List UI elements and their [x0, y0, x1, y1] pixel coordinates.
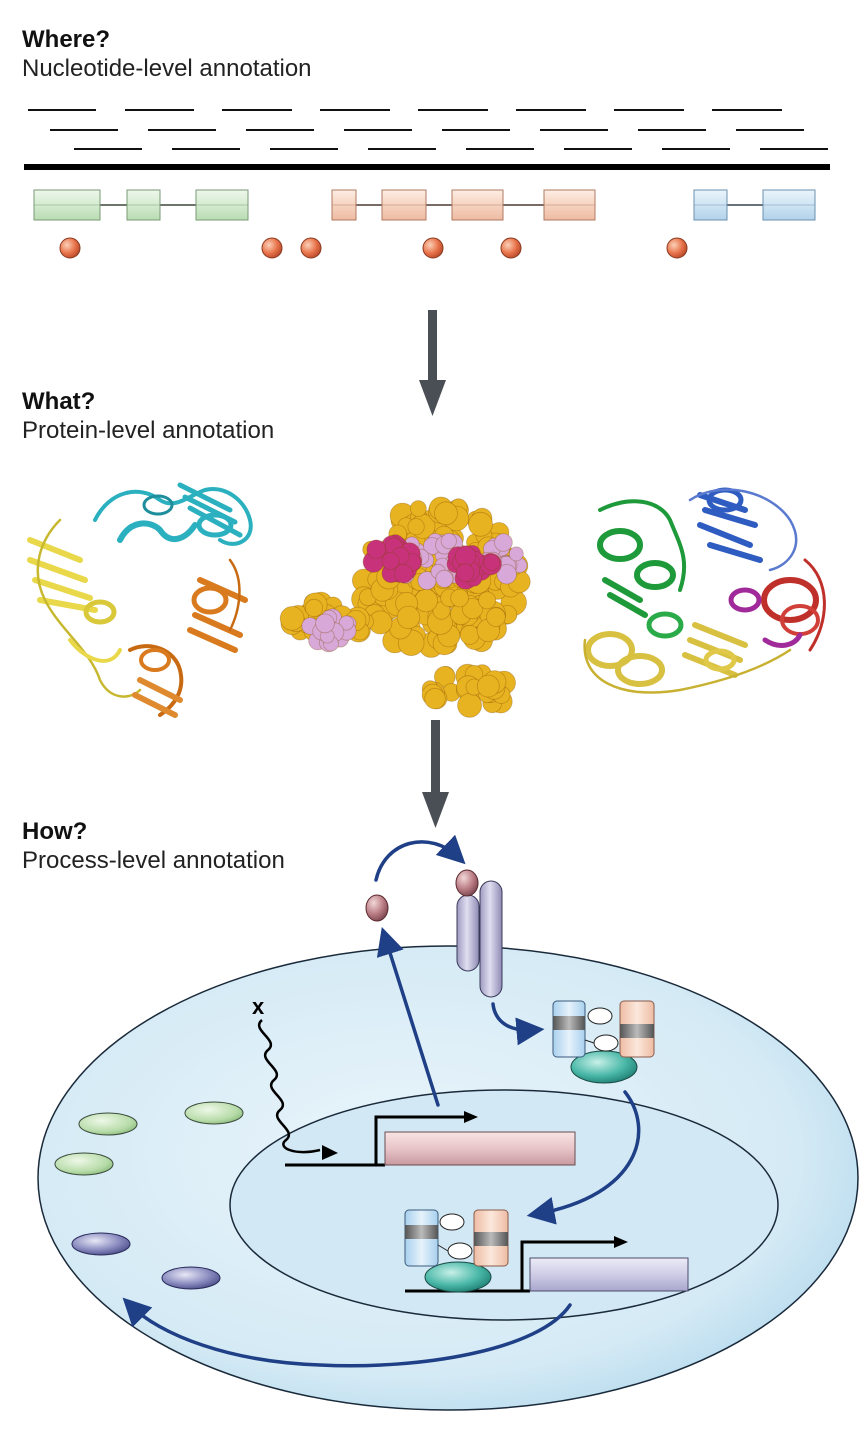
- target-gene-2: [405, 1236, 689, 1293]
- how-subtitle: Process-level annotation: [22, 847, 285, 874]
- down-arrow-2: [422, 720, 449, 828]
- signalling-complex-nucleus: [404, 1209, 509, 1293]
- target-gene-1: [285, 1111, 576, 1167]
- signalling-complex-cytoplasm: [552, 1000, 655, 1084]
- stimulus-label: x: [252, 994, 265, 1019]
- secreted-ligand: [365, 894, 389, 922]
- sequence-reads: [28, 109, 828, 150]
- protein-structure-domains: [583, 487, 826, 694]
- what-question: What?: [22, 388, 96, 415]
- gene-model-green: [33, 189, 249, 221]
- what-subtitle: Protein-level annotation: [22, 417, 275, 444]
- gene-model-blue: [693, 189, 816, 221]
- genome-line: [24, 164, 830, 170]
- how-question: How?: [22, 818, 88, 845]
- how-heading: How? Process-level annotation: [22, 818, 285, 876]
- where-question: Where?: [22, 26, 111, 53]
- nucleus: [229, 1089, 779, 1321]
- what-heading: What? Protein-level annotation: [22, 388, 274, 446]
- where-subtitle: Nucleotide-level annotation: [22, 55, 312, 82]
- variant-dots: [59, 237, 688, 259]
- protein-structure-spacefill: [279, 496, 531, 718]
- stimulus-wave: [258, 1019, 321, 1154]
- cytoplasm-proteins: [54, 1101, 244, 1290]
- pathway-arrows: [122, 834, 641, 1368]
- protein-structure-ribbon: [27, 482, 253, 718]
- membrane-receptor: [455, 869, 503, 998]
- gene-model-peach: [331, 189, 596, 221]
- where-heading: Where? Nucleotide-level annotation: [22, 26, 312, 84]
- down-arrow-1: [419, 310, 446, 416]
